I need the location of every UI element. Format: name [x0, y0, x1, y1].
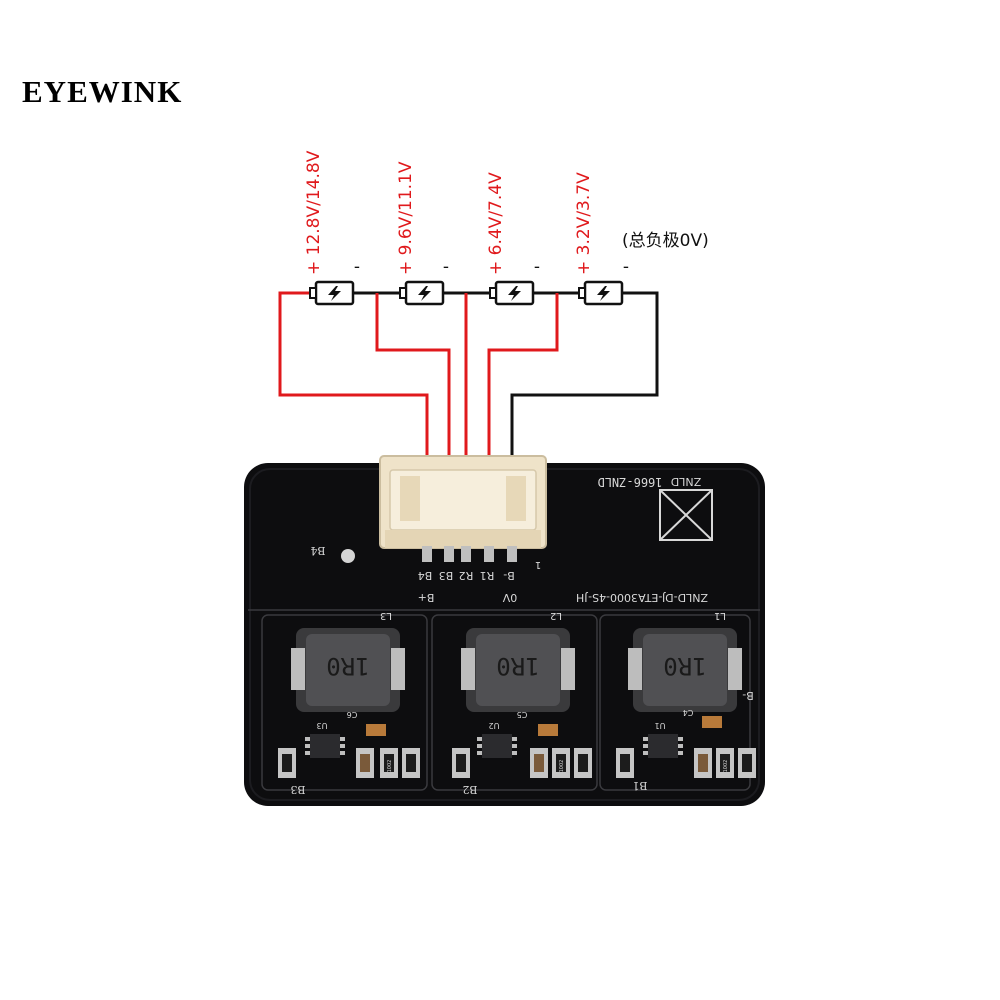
inductor-l1-label: L1	[714, 610, 726, 621]
silk-zero-v: 0V	[502, 591, 517, 604]
component-group-1: 1002 U3 C6 B3	[278, 710, 420, 796]
pin-label-r1: R1	[480, 569, 495, 582]
component-group-3: 1002 U1 C4 B1	[616, 708, 756, 792]
battery-cell-icon	[597, 286, 610, 301]
chip-u3-label: U3	[317, 721, 328, 730]
inductor-l3-code: 1R0	[326, 652, 369, 680]
inductor-l2-label: L2	[550, 610, 562, 621]
pin-label-b4: B4	[418, 569, 433, 582]
battery-cell-icon	[508, 286, 521, 301]
wire-b-minus	[510, 291, 659, 560]
chip-u1-label: U1	[655, 721, 666, 730]
cell-3-minus: -	[534, 257, 540, 277]
battery-cell-3	[489, 280, 535, 306]
battery-cell-icon	[418, 286, 431, 301]
battery-cell-icon	[328, 286, 341, 301]
silk-top-code: 1666-ZNLD	[597, 475, 662, 489]
silk-bminus-right: B-	[742, 689, 754, 702]
component-group-2: 1002 U2 C5 B2	[452, 710, 592, 796]
mounting-hole-pad	[341, 549, 355, 563]
znld-logo: ZNLD	[659, 475, 713, 541]
inductor-l3-label: L3	[380, 610, 392, 621]
cap-c6-label: C6	[347, 710, 358, 719]
resistor-code-1: 1002	[387, 760, 393, 773]
silk-b1: B1	[632, 779, 647, 792]
silk-b3: B3	[290, 783, 305, 796]
pin-label-b-minus: B-	[503, 569, 515, 582]
wire-b4	[278, 291, 429, 560]
silk-pin-one: 1	[535, 559, 541, 570]
pin-label-b3: B3	[439, 569, 454, 582]
inductor-l2: 1R0 L2	[461, 610, 575, 712]
balance-tap-wires	[278, 291, 659, 560]
battery-cell-2	[399, 280, 445, 306]
cell-1-minus: -	[354, 257, 360, 277]
battery-cell-4	[578, 280, 624, 306]
znld-logo-text: ZNLD	[671, 475, 701, 488]
silk-b2: B2	[462, 783, 477, 796]
inductor-l1-code: 1R0	[663, 652, 706, 680]
cell-4-minus: -	[623, 257, 629, 277]
brand-logo-text: EYEWINK	[22, 74, 183, 109]
pin-label-r2: R2	[459, 569, 474, 582]
cap-c5-label: C5	[517, 710, 528, 719]
silk-bplus: B+	[418, 591, 435, 604]
cap-c4-label: C4	[683, 708, 694, 717]
total-negative-label: (总负极0V)	[622, 231, 709, 251]
resistor-code-3: 1002	[723, 760, 729, 773]
cell-2-minus: -	[443, 257, 449, 277]
silk-b4: B4	[310, 544, 325, 557]
battery-cell-1	[309, 280, 355, 306]
silk-model: ZNLD-DJ-ETA3000-4S-JH	[576, 591, 708, 604]
resistor-code-2: 1002	[559, 760, 565, 773]
jst-connector	[379, 455, 547, 562]
inductor-l1: 1R0 L1	[628, 610, 742, 712]
chip-u2-label: U2	[489, 721, 500, 730]
pcb-board: 1666-ZNLD ZNLD B4 1 B4 B3 R2 R1 B- B+ 0V…	[244, 455, 765, 806]
inductor-l3: 1R0 L3	[291, 610, 405, 712]
inductor-l2-code: 1R0	[496, 652, 539, 680]
